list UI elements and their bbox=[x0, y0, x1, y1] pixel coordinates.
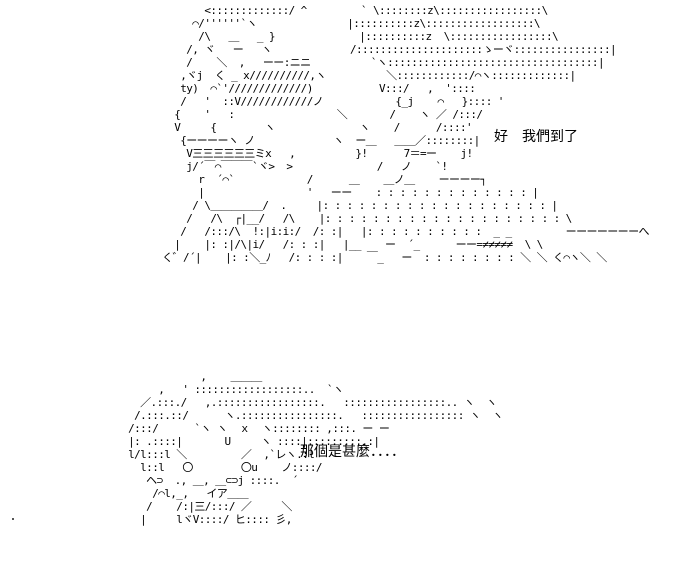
stray-dot bbox=[12, 518, 14, 520]
ascii-art-small-figure: , ＿＿＿ , ' ::::::::::::::::::.. `ヽ ／.:::.… bbox=[128, 370, 503, 526]
dialogue-line-bottom: 那個是甚麼．．．． bbox=[300, 444, 405, 460]
ascii-art-large-figure: <:::::::::::::/ ^ ` \::::::::z\:::::::::… bbox=[162, 4, 649, 264]
dialogue-line-top: 好 我們到了 bbox=[494, 129, 578, 145]
